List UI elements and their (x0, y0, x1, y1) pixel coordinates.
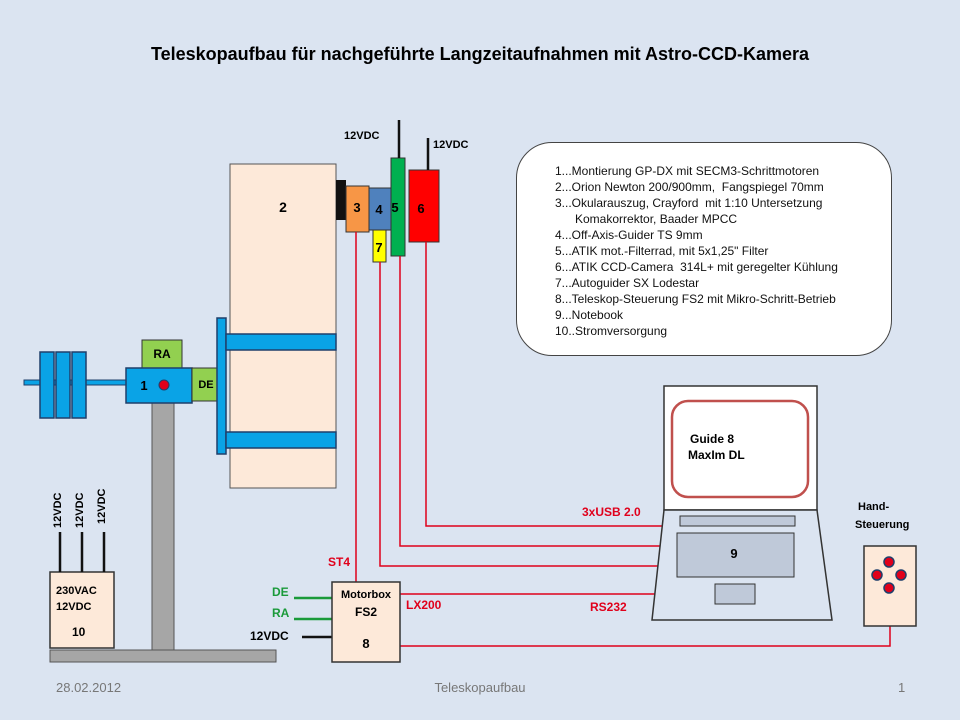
page-title: Teleskopaufbau für nachgeführte Langzeit… (150, 44, 810, 64)
mount-de-box (191, 367, 219, 402)
mount-ra-box (141, 339, 183, 369)
filter-voltage-label: 12VDC (344, 130, 380, 142)
mount-axis-dot (158, 379, 170, 391)
focuser-number: 3 (353, 200, 360, 215)
dovetail-rail (216, 317, 227, 455)
legend-item: 3...Okularauszug, Crayford mit 1:10 Unte… (555, 196, 823, 210)
fs2-line2: FS2 (355, 605, 377, 619)
power-line1: 230VAC (56, 585, 97, 597)
notebook-display (670, 399, 810, 499)
notebook-keyboard-strip (679, 515, 796, 527)
fs2-voltage-label: 12VDC (250, 629, 289, 643)
power-voltage-3: 12VDC (96, 488, 108, 524)
legend-item: 7...Autoguider SX Lodestar (555, 276, 700, 290)
counterweight-disc (55, 351, 71, 419)
tube-number: 2 (279, 199, 287, 215)
notebook-number: 9 (730, 546, 737, 561)
motorbox-fs2 (331, 581, 401, 663)
legend-item: 9...Notebook (555, 308, 624, 322)
footer-date: 28.02.2012 (56, 680, 122, 695)
focuser-adapter (336, 180, 346, 220)
ra-label: RA (153, 347, 171, 361)
hand-button-up (883, 556, 895, 568)
power-voltage-1: 12VDC (52, 492, 64, 528)
hand-button-down (883, 582, 895, 594)
pier-base (49, 649, 277, 663)
tube-ring-lower (225, 431, 337, 449)
ccd-camera (408, 169, 440, 243)
power-line2: 12VDC (56, 601, 92, 613)
ra-input-label: RA (272, 606, 290, 620)
screen-line1: Guide 8 (690, 432, 734, 446)
legend-item: 8...Teleskop-Steuerung FS2 mit Mikro-Sch… (555, 292, 836, 306)
screen-line2: MaxIm DL (688, 448, 745, 462)
power-voltage-2: 12VDC (74, 492, 86, 528)
pier-column (151, 399, 175, 651)
rs232-label: RS232 (590, 600, 627, 614)
cable-camera-usb (425, 242, 664, 527)
legend-item: 1...Montierung GP-DX mit SECM3-Schrittmo… (555, 164, 820, 178)
usb-label: 3xUSB 2.0 (582, 505, 641, 519)
footer-page-number: 1 (898, 680, 906, 695)
fs2-line1: Motorbox (341, 589, 392, 601)
fs2-number: 8 (362, 636, 369, 651)
notebook-keyboard (676, 532, 795, 578)
filterwheel-number: 5 (391, 200, 398, 215)
tube-ring-upper (225, 333, 337, 351)
cable-filter-usb (399, 256, 664, 547)
legend-box: 1...Montierung GP-DX mit SECM3-Schrittmo… (516, 142, 892, 356)
legend-item: 10..Stromversorgung (555, 324, 668, 338)
de-label: DE (198, 379, 213, 391)
legend-item: Komakorrektor, Baader MPCC (555, 212, 738, 226)
hand-label-line1: Hand- (858, 501, 890, 513)
de-input-label: DE (272, 585, 289, 599)
camera-number: 6 (417, 201, 424, 216)
hand-button-left (871, 569, 883, 581)
mount-number: 1 (140, 378, 147, 393)
legend-item: 2...Orion Newton 200/900mm, Fangspiegel … (555, 180, 824, 194)
hand-label-line2: Steuerung (855, 519, 909, 531)
notebook-touchpad (714, 583, 756, 605)
power-supply (49, 571, 115, 649)
lx200-label: LX200 (406, 598, 442, 612)
power-number: 10 (72, 625, 86, 639)
hand-button-right (895, 569, 907, 581)
legend-item: 4...Off-Axis-Guider TS 9mm (555, 228, 703, 242)
camera-voltage-label: 12VDC (433, 139, 469, 151)
guider-number: 7 (375, 240, 382, 255)
legend-item: 6...ATIK CCD-Camera 314L+ mit geregelter… (555, 260, 838, 274)
cable-hand-control (400, 626, 891, 647)
counterweight-disc (71, 351, 87, 419)
counterweight-disc (39, 351, 55, 419)
footer-center: Teleskopaufbau (434, 680, 526, 695)
st4-label: ST4 (328, 555, 350, 569)
legend-item: 5...ATIK mot.-Filterrad, mit 5x1,25" Fil… (555, 244, 769, 258)
cable-guider-usb (379, 262, 664, 567)
oag-number: 4 (375, 202, 383, 217)
